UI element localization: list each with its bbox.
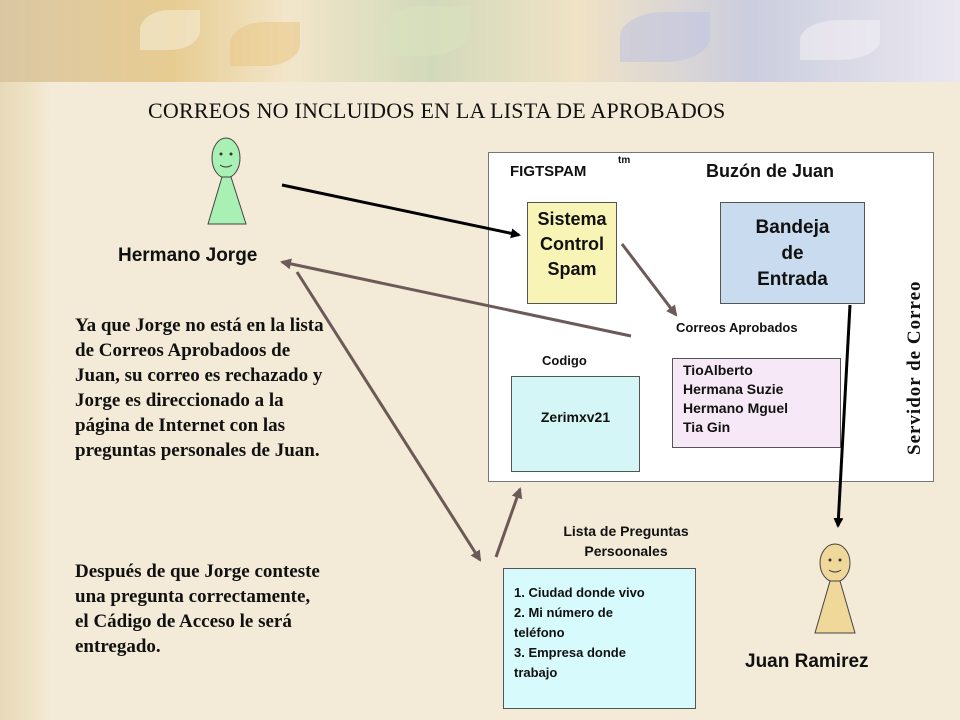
hermano-jorge-label: Hermano Jorge: [118, 245, 258, 266]
question-item: teléfono: [514, 625, 565, 640]
trademark-label: tm: [618, 155, 631, 166]
page-title: CORREOS NO INCLUIDOS EN LA LISTA DE APRO…: [148, 98, 726, 123]
question-item: 1. Ciudad donde vivo: [514, 585, 645, 600]
approved-item: Tia Gin: [683, 419, 731, 435]
figtspam-label: FIGTSPAM: [510, 163, 587, 180]
leaf-decoration: [800, 20, 880, 60]
explanation-paragraph-2: Después de que Jorge conteste una pregun…: [75, 561, 320, 657]
questions-title: Lista de Preguntas Persoonales: [526, 521, 726, 561]
approved-list-box: TioAlberto Hermana Suzie Hermano Mguel T…: [672, 358, 841, 448]
question-item: trabajo: [514, 665, 558, 680]
approved-item: Hermana Suzie: [683, 381, 784, 397]
question-item: 2. Mi número de: [514, 605, 613, 620]
arrow-reject-to-jorge: [280, 258, 632, 338]
top-decorative-banner: [0, 0, 960, 82]
spam-line-1: Sistema: [537, 209, 607, 229]
approved-mail-label: Correos Aprobados: [676, 320, 798, 335]
juan-ramirez-label: Juan Ramirez: [745, 651, 869, 672]
mailbox-title: Buzón de Juan: [706, 161, 835, 181]
leaf-decoration: [230, 22, 300, 66]
arrow-jorge-to-questions: [295, 271, 482, 562]
arrow-inbox-to-juan: [833, 304, 852, 528]
inbox-box: Bandeja de Entrada: [720, 202, 865, 304]
question-item: 3. Empresa donde: [514, 645, 626, 660]
leaf-decoration: [620, 12, 710, 62]
spam-line-2: Control: [540, 234, 604, 254]
spam-control-system-box: Sistema Control Spam: [527, 202, 617, 304]
leaf-decoration: [140, 10, 200, 50]
juan-person-icon: [814, 543, 856, 634]
approved-item: TioAlberto: [683, 362, 753, 378]
arrow-jorge-to-spam: [281, 183, 521, 239]
access-code-box: Zerimxv21: [511, 376, 640, 472]
code-label: Codigo: [542, 353, 587, 368]
left-texture-strip: [0, 0, 50, 720]
arrow-spam-to-approved: [620, 243, 678, 317]
inbox-line-1: Bandeja: [755, 217, 830, 238]
approved-item: Hermano Mguel: [683, 400, 789, 416]
inbox-line-2: de: [781, 243, 804, 264]
access-code-value: Zerimxv21: [540, 409, 611, 425]
explanation-paragraph-1: Ya que Jorge no está en la lista de Corr…: [75, 315, 324, 461]
questions-title-line-1: Lista de Preguntas: [563, 523, 689, 539]
personal-questions-box: 1. Ciudad donde vivo 2. Mi número de tel…: [503, 568, 696, 709]
arrow-questions-to-code: [494, 487, 523, 558]
inbox-line-3: Entrada: [757, 269, 828, 290]
spam-line-3: Spam: [547, 259, 597, 279]
jorge-person-icon: [207, 137, 247, 225]
questions-title-line-2: Persoonales: [584, 543, 668, 559]
leaf-decoration: [380, 6, 470, 56]
